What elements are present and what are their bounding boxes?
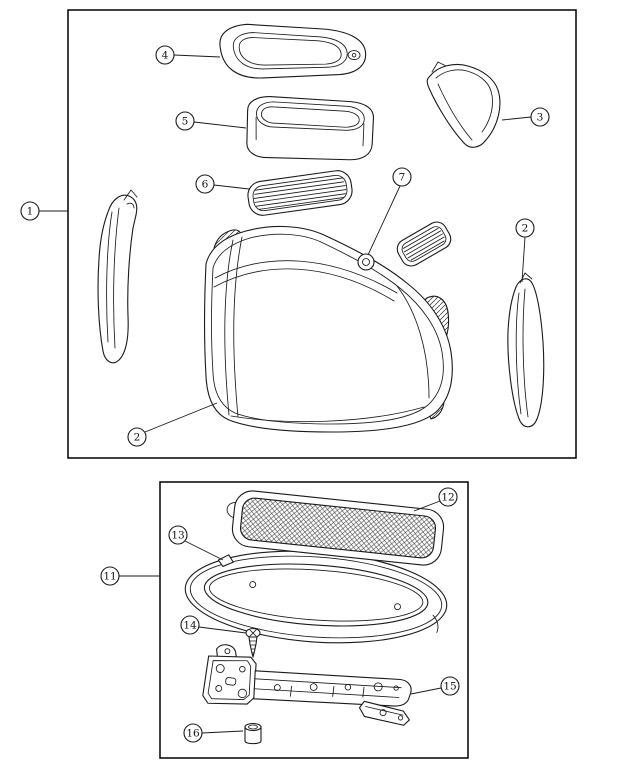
callout-2-bottom: 2 [127,402,218,447]
callout-15-number: 15 [443,681,456,693]
callout-2-right-circle [515,218,535,238]
callout-4-number: 4 [162,50,169,62]
callout-14-number: 14 [183,620,197,632]
callout-11-number: 11 [103,571,116,583]
callout-14: 14 [180,615,247,635]
callout-12-circle [438,487,458,507]
part-tray-pan [184,550,448,644]
callout-6-leader [213,184,250,190]
callout-11: 11 [100,566,160,586]
callout-1-circle [20,201,40,221]
callout-2-right: 2 [515,218,535,283]
callout-14-leader [198,626,247,634]
callout-15-circle [440,676,460,696]
callout-13: 13 [168,525,224,561]
callout-3: 3 [501,107,550,127]
callout-12: 12 [413,487,458,512]
callout-4: 4 [155,45,221,65]
callout-5-number: 5 [182,116,189,128]
callout-5-leader [193,121,247,129]
callout-3-leader [501,116,532,121]
callout-3-number: 3 [537,112,544,124]
callout-4-leader [173,54,221,58]
callout-6: 6 [195,174,250,194]
callout-13-leader [184,540,224,561]
callout-13-circle [168,525,188,545]
callout-14-circle [180,615,200,635]
callout-12-number: 12 [441,492,454,504]
part-rubber-mat [226,490,445,566]
callout-11-circle [100,566,120,586]
part-console-body [203,225,453,433]
callout-16-leader [201,730,244,734]
callout-6-number: 6 [202,179,209,191]
callout-7: 7 [367,167,412,256]
callout-5: 5 [175,111,247,131]
part-grille-insert [247,170,353,216]
part-screw [245,627,261,658]
part-right-end-panel [426,61,501,148]
callout-1-number: 1 [27,206,34,218]
callout-5-circle [175,111,195,131]
callout-7-leader [367,185,401,256]
part-storage-tray [246,95,374,161]
callout-13-number: 13 [171,530,184,542]
callout-16-circle [183,723,203,743]
part-mounting-bracket [202,644,412,726]
callout-2-right-number: 2 [522,223,529,235]
callout-4-circle [155,45,175,65]
callout-2-bottom-leader [144,402,218,433]
callout-16-number: 16 [186,728,200,740]
part-bushing [244,722,262,745]
callout-2-bottom-circle [127,427,147,447]
callout-16: 16 [183,723,244,743]
callout-1: 1 [20,201,68,221]
part-left-side-trim [97,189,138,364]
part-armrest-lid [219,23,367,79]
callout-2-bottom-number: 2 [134,432,141,444]
callout-2-right-leader [521,236,526,283]
callout-7-circle [392,167,412,187]
part-vent-grille [396,221,452,267]
body-grommet [357,253,375,271]
callout-6-circle [195,174,215,194]
callout-15-leader [410,687,442,695]
callout-15: 15 [410,676,460,696]
part-right-side-trim [507,272,545,428]
callout-3-circle [530,107,550,127]
callout-7-number: 7 [399,172,406,184]
callout-12-leader [413,500,441,512]
